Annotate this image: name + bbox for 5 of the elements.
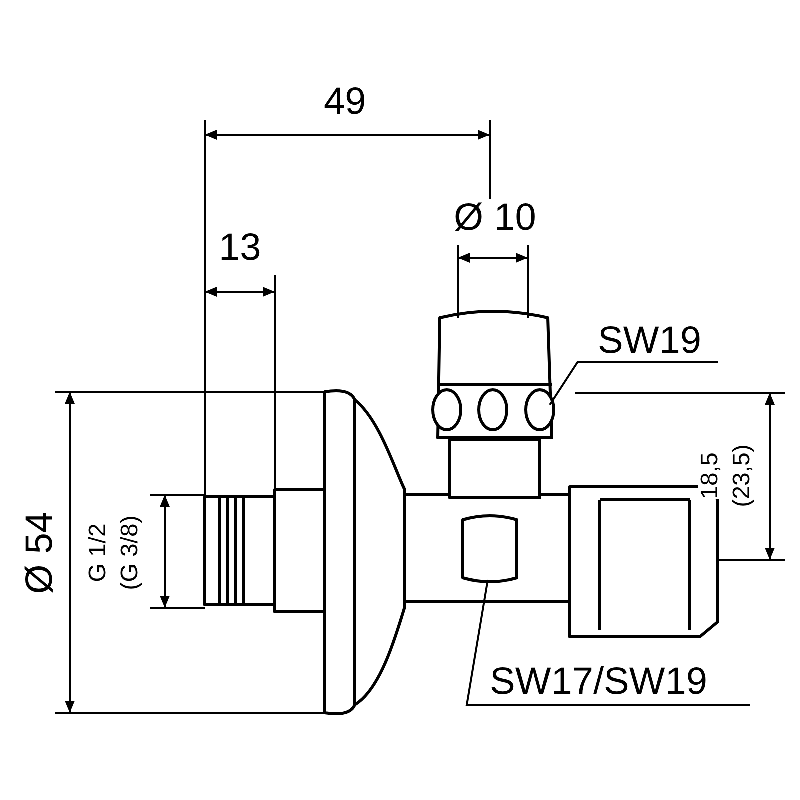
dimension-value: (23,5) <box>730 444 754 508</box>
leader-line <box>549 361 718 406</box>
dimension-value: (G 3/8) <box>118 516 142 590</box>
dimension-value: 18,5 <box>698 452 722 500</box>
leader-line <box>466 580 750 706</box>
